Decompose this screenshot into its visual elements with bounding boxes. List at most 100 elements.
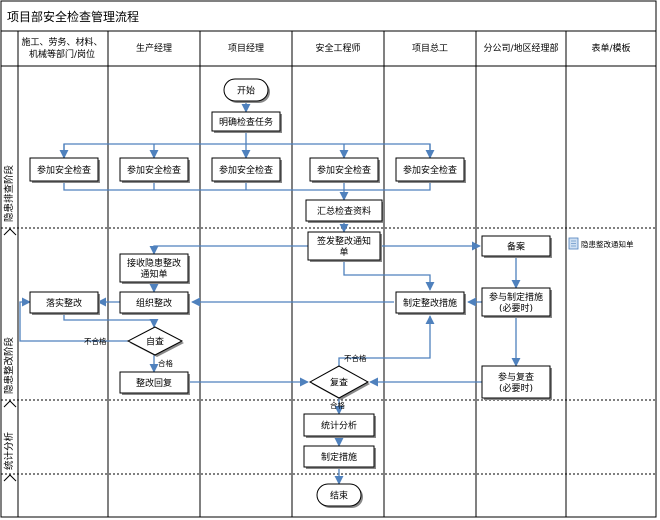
node-label: 汇总检查资料	[317, 205, 371, 217]
phase-chevron-1	[3, 228, 17, 236]
node-label: 制定整改措施	[403, 297, 457, 309]
node-organize: 组织整改	[119, 291, 190, 315]
phase-label-p1: 隐患排查阶段	[3, 164, 15, 222]
node-join2: 参加安全检查	[211, 157, 282, 183]
node-shape	[481, 235, 551, 257]
phase-label-p2: 隐患整改阶段	[3, 336, 15, 394]
node-summary: 汇总检查资料	[305, 199, 384, 223]
edge-notice-receive	[149, 245, 318, 255]
node-label: 接收隐患整改	[127, 257, 181, 269]
node-shape	[211, 157, 281, 182]
node-label: 落实整改	[46, 297, 82, 309]
node-label: 整改回复	[136, 377, 172, 389]
lane-header-l1: 生产经理	[136, 42, 172, 54]
edge-distribution-bus	[63, 143, 431, 158]
node-shape	[481, 365, 551, 399]
phase-chevron-2	[3, 400, 17, 408]
node-shape	[395, 291, 465, 314]
node-shape	[307, 231, 381, 261]
node-label: 单	[339, 246, 348, 258]
node-join3: 参加安全检查	[309, 157, 380, 183]
node-measures: 制定措施	[303, 445, 376, 469]
node-shape	[223, 78, 269, 102]
edge-recheck-fail	[338, 315, 435, 366]
edge-collector-bus	[63, 181, 431, 191]
node-label: 参加安全检查	[317, 164, 371, 176]
node-label: 参加安全检查	[127, 164, 181, 176]
edge-implement-selfcheck	[63, 313, 159, 328]
node-start: 开始	[223, 78, 270, 103]
node-shape	[303, 413, 375, 437]
node-label: 通知单	[140, 268, 167, 280]
lane-header-l0-line1: 施工、劳务、材料、	[21, 36, 102, 48]
node-task: 明确检查任务	[211, 111, 282, 133]
diagram-title: 项目部安全检查管理流程	[7, 9, 139, 24]
node-label: 统计分析	[321, 420, 357, 432]
document-icon	[568, 237, 579, 250]
lane-header-l3: 安全工程师	[315, 42, 360, 54]
node-end: 结束	[316, 483, 363, 508]
node-stats: 统计分析	[303, 413, 376, 438]
node-shape	[119, 371, 189, 394]
node-label: 组织整改	[136, 297, 172, 309]
node-shape	[309, 157, 379, 182]
node-shape	[481, 287, 551, 317]
node-label: (必要时)	[499, 382, 533, 394]
node-shape	[305, 199, 383, 222]
node-shape	[395, 157, 465, 182]
node-shape	[119, 253, 189, 283]
node-record: 备案	[481, 235, 552, 258]
lane-header-l4: 项目总工	[412, 42, 448, 54]
lane-dividers	[107, 31, 567, 517]
node-shape	[211, 111, 281, 132]
lane-headers: 施工、劳务、材料、 机械等部门/岗位 生产经理 项目经理 安全工程师 项目总工 …	[21, 36, 630, 60]
node-label: 参与复查	[498, 371, 534, 383]
node-label: 自查	[146, 336, 164, 348]
node-label: 制定措施	[321, 451, 357, 463]
form-label: 隐患整改通知单	[581, 239, 634, 249]
node-label: 复查	[330, 377, 348, 389]
node-shape	[29, 291, 99, 314]
phase-chevron-3	[3, 474, 17, 482]
phase-label-p3: 统计分析	[3, 431, 15, 470]
edge-label-pass-recheck: 合格	[330, 400, 345, 410]
node-label: 开始	[237, 85, 255, 97]
node-label: 备案	[507, 241, 525, 253]
node-shape	[119, 291, 189, 314]
nodes-layer: 开始明确检查任务参加安全检查参加安全检查参加安全检查参加安全检查参加安全检查汇总…	[29, 78, 552, 508]
node-join0: 参加安全检查	[29, 157, 100, 183]
edge-label-fail-self: 不合格	[84, 336, 107, 346]
node-prerecheck: 参与复查(必要时)	[481, 365, 552, 400]
node-label: 参与制定措施	[489, 291, 543, 303]
node-shape	[29, 157, 99, 182]
node-join4: 参加安全检查	[395, 157, 466, 183]
node-label: (必要时)	[499, 302, 533, 314]
node-recheck: 复查	[308, 365, 370, 400]
node-reply: 整改回复	[119, 371, 190, 395]
node-participate: 参与制定措施(必要时)	[481, 287, 552, 318]
node-selfcheck: 自查	[126, 326, 184, 357]
node-shape	[303, 445, 375, 468]
node-shape	[308, 365, 370, 399]
node-shape	[126, 326, 184, 356]
edge-label-pass-self: 合格	[158, 358, 173, 368]
node-label: 明确检查任务	[219, 116, 273, 128]
edge-notice-measure	[343, 260, 435, 291]
lane-header-l5: 分公司/地区经理部	[483, 42, 558, 54]
form-notice-template: 隐患整改通知单	[568, 237, 634, 250]
node-join1: 参加安全检查	[119, 157, 190, 183]
node-label: 参加安全检查	[37, 164, 91, 176]
node-shape	[119, 157, 189, 182]
edge-label-fail-recheck: 不合格	[344, 353, 367, 363]
node-shape	[316, 483, 362, 507]
node-label: 结束	[330, 490, 348, 502]
lane-header-l6: 表单/模板	[591, 42, 630, 54]
node-label: 参加安全检查	[219, 164, 273, 176]
node-implement: 落实整改	[29, 291, 100, 315]
phase-labels: 隐患排查阶段 隐患整改阶段 统计分析	[3, 164, 17, 482]
lane-header-l2: 项目经理	[228, 42, 264, 54]
